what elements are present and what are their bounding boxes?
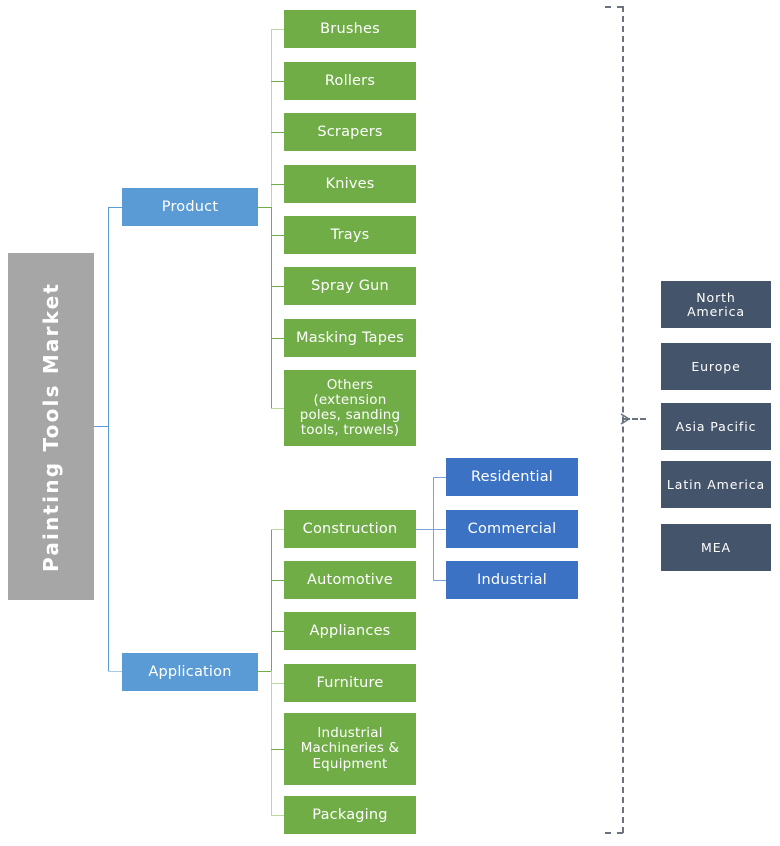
dashed-connector-bottom — [605, 832, 623, 834]
connector-stub-packaging — [271, 815, 284, 816]
connector-stub-automotive — [271, 580, 284, 581]
connector-stub-masking-tapes — [271, 338, 284, 339]
application-item-industrial-machineries[interactable]: Industrial Machineries & Equipment — [284, 713, 416, 785]
connector-root-to-trunk — [94, 426, 108, 427]
connector-green-trunk-application-upper — [271, 529, 272, 671]
product-item-knives[interactable]: Knives — [284, 165, 416, 203]
connector-stub-appliances — [271, 631, 284, 632]
product-item-brushes[interactable]: Brushes — [284, 10, 416, 48]
connector-stub-rollers — [271, 81, 284, 82]
connector-stub-knives — [271, 184, 284, 185]
connector-green-trunk-product-lower — [271, 207, 272, 408]
product-item-masking-tapes[interactable]: Masking Tapes — [284, 319, 416, 357]
connector-product-to-green-trunk — [258, 207, 271, 208]
connector-trunk-to-application — [108, 671, 122, 672]
arrow-head-icon — [620, 413, 631, 425]
application-item-packaging[interactable]: Packaging — [284, 796, 416, 834]
product-item-spray-gun[interactable]: Spray Gun — [284, 267, 416, 305]
region-europe[interactable]: Europe — [661, 343, 771, 390]
connector-application-to-green-trunk — [258, 671, 271, 672]
region-latin-america[interactable]: Latin America — [661, 461, 771, 508]
segment-node-application[interactable]: Application — [122, 653, 258, 691]
connector-green-trunk-application-lower — [271, 671, 272, 815]
connector-stub-spray-gun — [271, 286, 284, 287]
connector-stub-brushes — [271, 29, 284, 30]
dashed-connector-top — [605, 6, 623, 8]
dashed-connector-spine — [622, 6, 624, 833]
connector-stub-industrial — [433, 580, 446, 581]
connector-stub-commercial — [433, 529, 446, 530]
connector-stub-others — [271, 408, 284, 409]
application-item-appliances[interactable]: Appliances — [284, 612, 416, 650]
application-item-furniture[interactable]: Furniture — [284, 664, 416, 702]
application-item-construction[interactable]: Construction — [284, 510, 416, 548]
region-mea[interactable]: MEA — [661, 524, 771, 571]
connector-stub-furniture — [271, 683, 284, 684]
connector-construction-to-sub-trunk — [416, 529, 433, 530]
product-item-scrapers[interactable]: Scrapers — [284, 113, 416, 151]
connector-green-trunk-product-upper — [271, 29, 272, 207]
connector-stub-construction — [271, 529, 284, 530]
subsegment-commercial[interactable]: Commercial — [446, 510, 578, 548]
subsegment-industrial[interactable]: Industrial — [446, 561, 578, 599]
region-asia-pacific[interactable]: Asia Pacific — [661, 403, 771, 450]
connector-stub-residential — [433, 477, 446, 478]
subsegment-residential[interactable]: Residential — [446, 458, 578, 496]
product-item-rollers[interactable]: Rollers — [284, 62, 416, 100]
application-item-automotive[interactable]: Automotive — [284, 561, 416, 599]
product-item-others[interactable]: Others (extension poles, sanding tools, … — [284, 370, 416, 446]
product-item-trays[interactable]: Trays — [284, 216, 416, 254]
dashed-connector-to-regions — [624, 418, 646, 420]
region-north-america[interactable]: North America — [661, 281, 771, 328]
connector-stub-industrial-machineries — [271, 749, 284, 750]
connector-stub-trays — [271, 235, 284, 236]
connector-stub-scrapers — [271, 132, 284, 133]
connector-trunk-to-product — [108, 207, 122, 208]
connector-blue-trunk — [108, 207, 109, 672]
connector-sub-trunk — [433, 477, 434, 580]
segment-node-product[interactable]: Product — [122, 188, 258, 226]
root-node-painting-tools-market[interactable]: Painting Tools Market — [8, 253, 94, 600]
